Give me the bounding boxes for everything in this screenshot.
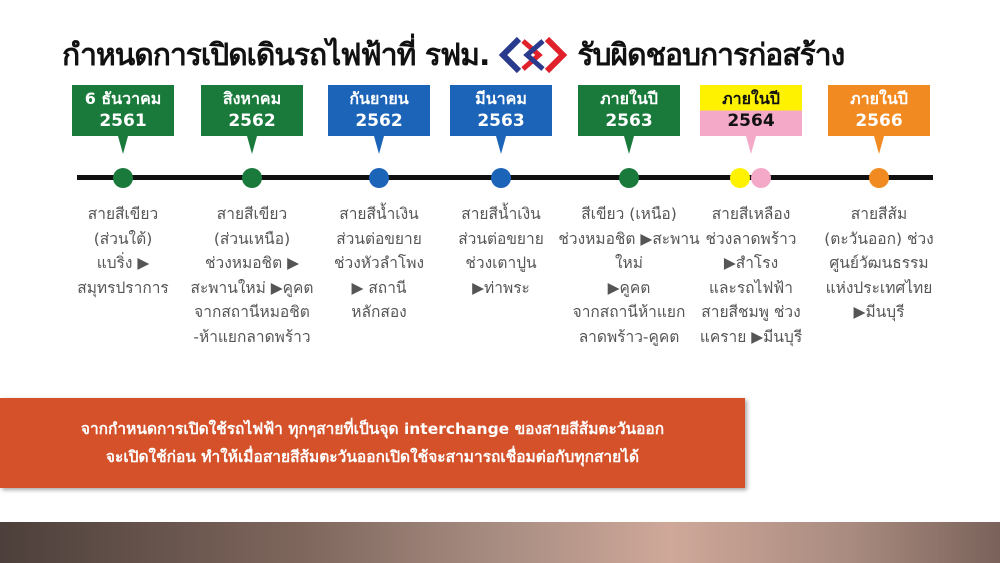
description-line: หลักสอง [351,303,407,321]
note-line-1: จากกำหนดการเปิดใช้รถไฟฟ้า ทุกๆสายที่เป็น… [80,420,665,438]
description-line: สีเขียว (เหนือ) [581,205,677,223]
description-line: ▶มีนบุรี [853,303,905,321]
description-line: (ตะวันออก) ช่วง [824,229,934,248]
milestone-year: 2564 [727,111,775,131]
description-line: สายสีเขียว [87,205,159,223]
milestone-year: 2566 [855,111,903,131]
description-line: สะพานใหม่ ▶คูคต [190,278,314,297]
description-line: สายสีชมพู ช่วง [701,303,801,321]
milestone-description: สายสีน้ำเงินส่วนต่อขยายช่วงเตาปูน ▶ท่าพระ [426,202,576,300]
timeline-dot [242,168,262,188]
description-line: ▶ สถานี [351,278,407,297]
timeline-dot [491,168,511,188]
description-line: จากสถานีหมอชิต [194,303,310,321]
milestone-description: สายสีน้ำเงินส่วนต่อขยายช่วงหัวลำโพง ▶ สถา… [304,202,454,325]
description-line: ช่วงเตาปูน [465,254,537,272]
description-line: ส่วนต่อขยาย [336,229,422,248]
description-line: ศูนย์วัฒนธรรม [829,254,929,272]
description-line: สายสีเหลือง [711,205,791,223]
description-line: สายสีน้ำเงิน [461,205,541,223]
timeline-dot [619,168,639,188]
note-banner: จากกำหนดการเปิดใช้รถไฟฟ้า ทุกๆสายที่เป็น… [0,398,745,488]
milestone-label: กันยายน [349,89,409,108]
milestone-label: ภายในปี [600,89,658,108]
page-title: กำหนดการเปิดเดินรถไฟฟ้าที่ รฟม. รับผิดชอ… [62,30,942,80]
note-line-2: จะเปิดใช้ก่อน ทำให้เมื่อสายสีส้มตะวันออก… [105,448,640,466]
milestone-label: มีนาคม [475,89,527,108]
milestone-label: ภายในปี [850,89,908,108]
milestone-7: ภายในปี 2566 [828,85,930,188]
title-text-end: รับผิดชอบการก่อสร้าง [577,37,845,73]
milestone-label: ภายในปี [722,89,780,108]
timeline-dot [369,168,389,188]
milestone-year: 2563 [477,111,525,131]
description-line: ส่วนต่อขยาย [458,229,544,248]
milestone-description: สีเขียว (เหนือ) ช่วงหมอชิต ▶สะพานใหม่ ▶คูค… [554,202,704,349]
milestone-description: สายสีเหลืองช่วงลาดพร้าว ▶สำโรงและรถไฟฟ้าส… [676,202,826,349]
milestone-year: 2562 [228,111,276,131]
milestone-year: 2563 [605,111,653,131]
description-line: สายสีเขียว [216,205,288,223]
milestone-date-card: สิงหาคม 2562 [201,85,303,154]
milestone-date-card: ภายในปี 2566 [828,85,930,154]
description-line: -ห้าแยกลาดพร้าว [193,327,311,346]
description-line: ช่วงหมอชิต ▶สะพาน [558,229,700,248]
timeline-dot [869,168,889,188]
description-line: ช่วงหมอชิต ▶ [205,254,299,272]
timeline-dot [730,168,750,188]
description-line: แบริ่ง ▶ [96,254,150,272]
description-line: และรถไฟฟ้า [709,278,793,297]
milestone-date-card: กันยายน 2562 [328,85,430,154]
timeline-dot [113,168,133,188]
milestone-year: 2562 [355,111,403,131]
milestone-2: สิงหาคม 2562 [201,85,303,188]
description-line: สายสีน้ำเงิน [339,205,419,223]
mrta-logo-icon [499,36,568,74]
milestone-description: สายสีเขียว (ส่วนใต้) แบริ่ง ▶ สมุทรปราการ [48,202,198,300]
milestone-date-card: มีนาคม 2563 [450,85,552,154]
milestone-3: กันยายน 2562 [328,85,430,188]
milestone-year: 2561 [99,111,147,131]
description-line: ช่วงหัวลำโพง [333,254,425,272]
milestone-label: 6 ธันวาคม [84,89,162,108]
description-line: (ส่วนเหนือ) [213,229,291,248]
milestone-description: สายสีเขียว (ส่วนเหนือ) ช่วงหมอชิต ▶ สะพานให… [177,202,327,349]
milestone-label: สิงหาคม [222,89,282,108]
milestone-date-card: ภายในปี 2563 [578,85,680,154]
description-line: แคราย ▶มีนบุรี [699,327,803,346]
description-line: ใหม่ [614,254,643,272]
description-line: (ส่วนใต้) [93,229,153,248]
description-line: ▶ท่าพระ [472,278,530,297]
title-text-start: กำหนดการเปิดเดินรถไฟฟ้าที่ รฟม. [62,37,490,73]
description-line: สายสีส้ม [850,205,908,223]
milestone-date-card: 6 ธันวาคม 2561 [72,85,174,154]
milestone-description: สายสีส้ม (ตะวันออก) ช่วงศูนย์วัฒนธรรมแห่ง… [804,202,954,325]
description-line: จากสถานีห้าแยก [572,303,686,321]
milestone-5: ภายในปี 2563 [578,85,680,188]
description-line: ▶คูคต [607,278,651,297]
description-line: ช่วงลาดพร้าว [705,229,797,248]
milestone-6: ภายในปี 2564 [700,85,802,188]
milestone-4: มีนาคม 2563 [450,85,552,188]
timeline-dot [751,168,771,188]
description-line: ▶สำโรง [723,254,779,272]
description-line: ลาดพร้าว-คูคต [578,327,680,346]
description-line: สมุทรปราการ [77,278,169,297]
description-line: แห่งประเทศไทย [825,278,933,297]
footer-gradient-bar [0,522,1000,563]
milestone-1: 6 ธันวาคม 2561 [72,85,174,188]
milestone-date-card: ภายในปี 2564 [700,85,802,154]
